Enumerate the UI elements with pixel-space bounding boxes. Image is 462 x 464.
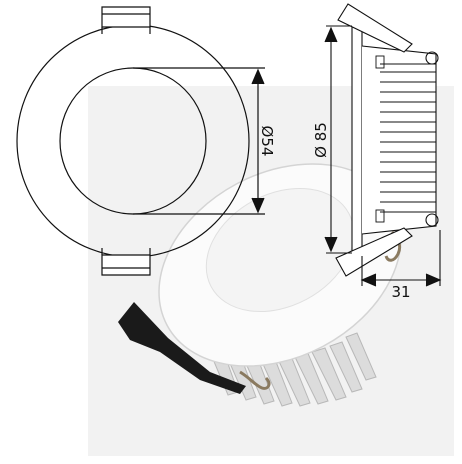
- photo-left-spring: [239, 370, 271, 390]
- side-bottom-clip: [335, 227, 413, 277]
- cutout-dimension-label: Ø54: [258, 126, 276, 157]
- side-flange: [351, 25, 363, 254]
- side-view: [324, 3, 442, 287]
- diameter-dimension-label: Ø 85: [312, 122, 330, 158]
- front-bottom-clip: [101, 254, 151, 276]
- photo-left-clip: [118, 302, 246, 394]
- side-body: [361, 45, 437, 235]
- side-top-clip: [337, 3, 413, 53]
- front-view: [16, 6, 265, 276]
- side-bottom-spring: [425, 213, 439, 227]
- side-fins: [375, 55, 436, 223]
- front-top-clip: [101, 6, 151, 28]
- side-top-spring: [425, 51, 439, 65]
- depth-dimension-label: 31: [391, 283, 410, 301]
